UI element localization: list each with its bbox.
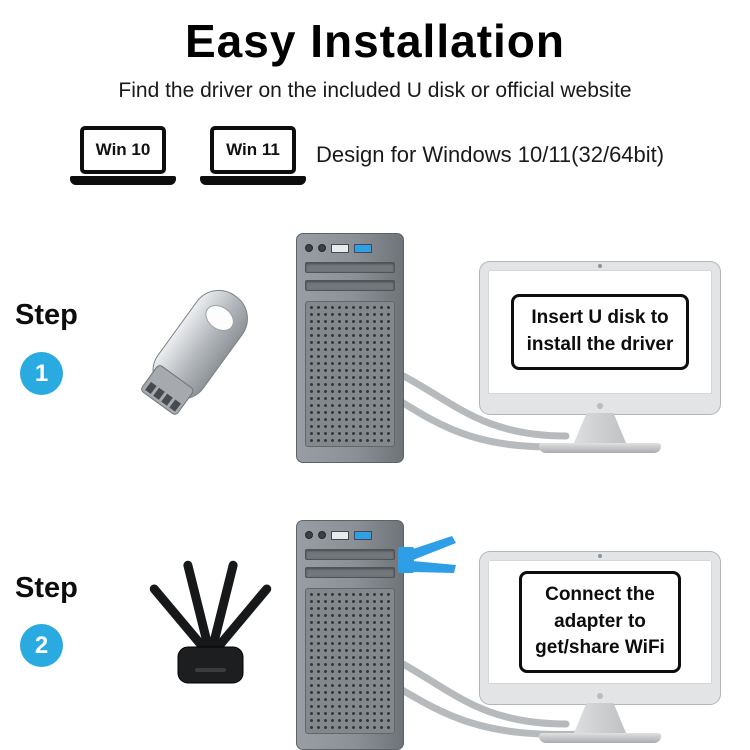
- cable-1a: [388, 366, 570, 440]
- drive-bay: [305, 280, 395, 291]
- page-subtitle: Find the driver on the included U disk o…: [118, 79, 632, 102]
- windows-caption: Design for Windows 10/11(32/64bit): [316, 142, 665, 167]
- monitor-base: [539, 733, 661, 743]
- win10-label: Win 10: [80, 126, 166, 174]
- monitor-message-line: install the driver: [526, 334, 674, 355]
- win10-laptop-icon: Win 10: [70, 126, 176, 185]
- drive-bay: [305, 262, 395, 273]
- front-ports: [305, 528, 395, 542]
- camera-dot: [598, 554, 602, 558]
- monitor-message-1: Insert U disk to install the driver: [510, 294, 690, 370]
- usb-flash-drive-image: [141, 289, 248, 415]
- win11-label: Win 11: [210, 126, 296, 174]
- audio-jack-icon: [318, 531, 326, 539]
- logo-dot: [597, 693, 603, 699]
- camera-dot: [598, 264, 602, 268]
- monitor-screen: Insert U disk to install the driver: [480, 262, 720, 414]
- monitor-screen: Connect the adapter to get/share WiFi: [480, 552, 720, 704]
- monitor-message-line: Insert U disk to: [531, 307, 669, 329]
- monitor-message-line: adapter to: [554, 610, 646, 632]
- usb3-port-icon: [354, 243, 372, 253]
- monitor-base: [539, 443, 661, 453]
- step-1-label: Step: [15, 299, 78, 331]
- step-1-number-badge: 1: [20, 352, 63, 395]
- step-2-number-badge: 2: [20, 624, 63, 667]
- monitor-message-line: Connect the: [545, 584, 655, 606]
- pc-tower-image-2: [296, 520, 404, 750]
- monitor-stand: [574, 413, 626, 443]
- monitor-message-2: Connect the adapter to get/share WiFi: [519, 571, 681, 673]
- monitor-message-line: get/share WiFi: [535, 637, 665, 659]
- monitor-stand: [574, 703, 626, 733]
- front-ports: [305, 241, 395, 255]
- laptop-base: [200, 176, 306, 185]
- page-title: Easy Installation: [184, 15, 565, 67]
- audio-jack-icon: [305, 244, 313, 252]
- drive-bay: [305, 567, 395, 578]
- drive-bay: [305, 549, 395, 560]
- audio-jack-icon: [305, 531, 313, 539]
- usb-port-icon: [331, 530, 349, 540]
- vent-grid: [305, 301, 395, 447]
- vent-grid: [305, 588, 395, 734]
- laptop-base: [70, 176, 176, 185]
- step-2-label: Step: [15, 572, 78, 604]
- audio-jack-icon: [318, 244, 326, 252]
- monitor-image-2: Connect the adapter to get/share WiFi: [480, 552, 720, 743]
- win11-laptop-icon: Win 11: [200, 126, 306, 185]
- usb3-port-icon: [354, 530, 372, 540]
- usb-port-icon: [331, 243, 349, 253]
- usb-plug-icon: [398, 536, 456, 573]
- wifi-adapter-image: [149, 560, 272, 684]
- logo-dot: [597, 403, 603, 409]
- cable-2a: [388, 654, 570, 728]
- pc-tower-image-1: [296, 233, 404, 463]
- monitor-image-1: Insert U disk to install the driver: [480, 262, 720, 453]
